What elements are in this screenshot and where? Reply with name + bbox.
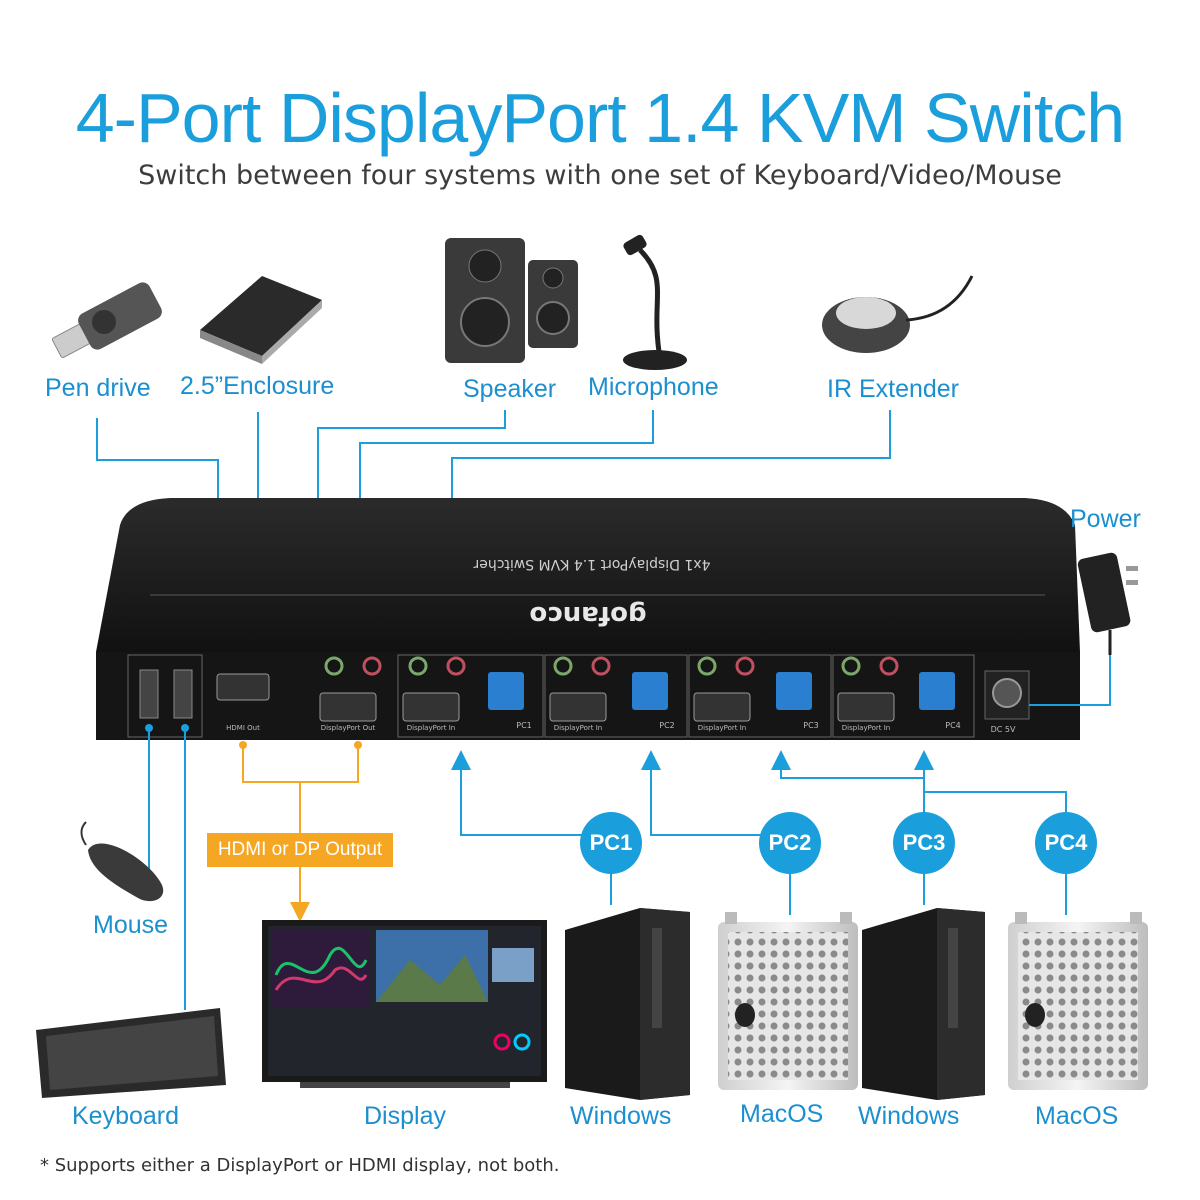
pc2-badge: PC2 <box>759 812 821 874</box>
dc-port-label: DC 5V <box>991 725 1016 734</box>
microphone-line <box>359 410 654 498</box>
windows-pc-icon-2 <box>862 908 985 1100</box>
page-title: 4-Port DisplayPort 1.4 KVM Switch <box>75 79 1125 157</box>
windows-pc-icon-1 <box>565 908 690 1100</box>
dp-in-label-2: DisplayPort In <box>554 724 602 732</box>
keyboard-icon <box>36 1008 226 1098</box>
speaker-label: Speaker <box>463 375 557 403</box>
pc2-os-label: MacOS <box>740 1100 824 1128</box>
port-pc2-label: PC2 <box>659 721 675 730</box>
hdmi-out-label: HDMI Out <box>226 724 260 732</box>
power-adapter-icon <box>1077 552 1138 655</box>
display-label: Display <box>364 1102 446 1130</box>
display-icon <box>262 920 547 1088</box>
ir-extender-icon <box>822 275 974 353</box>
port-pc1-label: PC1 <box>516 721 532 730</box>
pc3-os-label: Windows <box>858 1102 960 1130</box>
pen-drive-line <box>96 418 219 498</box>
power-label: Power <box>1070 505 1141 533</box>
ir-extender-label: IR Extender <box>827 375 960 403</box>
pc4-os-label: MacOS <box>1035 1102 1119 1130</box>
mouse-label: Mouse <box>93 911 169 939</box>
speaker-icon <box>445 238 578 363</box>
pen-drive-icon <box>51 282 162 359</box>
device-brand: gofanco <box>529 600 646 630</box>
port-pc3-label: PC3 <box>803 721 819 730</box>
pc3-badge: PC3 <box>893 812 955 874</box>
dp-out-label: DisplayPort Out <box>321 724 376 732</box>
mac-pro-icon-1 <box>718 912 858 1090</box>
power-line <box>1029 655 1111 706</box>
mac-pro-icon-2 <box>1008 912 1148 1090</box>
enclosure-icon <box>200 276 322 364</box>
speaker-line <box>317 410 506 498</box>
page-subtitle: Switch between four systems with one set… <box>138 160 1062 191</box>
footnote: * Supports either a DisplayPort or HDMI … <box>40 1155 560 1176</box>
pen-drive-label: Pen drive <box>45 374 151 402</box>
port-pc4-label: PC4 <box>945 721 961 730</box>
output-badge: HDMI or DP Output <box>207 833 393 867</box>
pc4-badge: PC4 <box>1035 812 1097 874</box>
microphone-label: Microphone <box>588 373 719 401</box>
enclosure-label: 2.5”Enclosure <box>180 372 335 400</box>
dp-in-label-3: DisplayPort In <box>698 724 746 732</box>
dp-in-label-1: DisplayPort In <box>407 724 455 732</box>
pc1-badge: PC1 <box>580 812 642 874</box>
microphone-icon <box>623 234 687 370</box>
keyboard-label: Keyboard <box>72 1102 180 1130</box>
mouse-icon <box>80 821 164 902</box>
kvm-switch-device <box>96 498 1080 740</box>
pc1-os-label: Windows <box>570 1102 672 1130</box>
device-top-label: 4x1 DisplayPort 1.4 KVM Switcher <box>473 556 710 572</box>
dp-in-label-4: DisplayPort In <box>842 724 890 732</box>
ir-extender-line <box>451 410 891 498</box>
